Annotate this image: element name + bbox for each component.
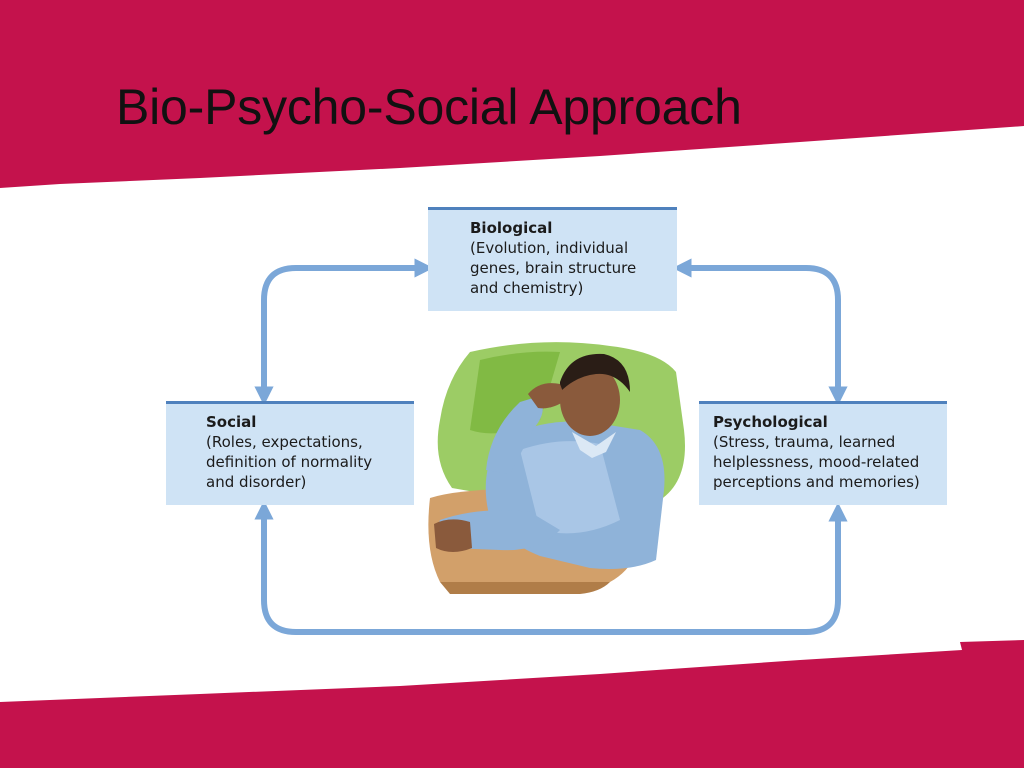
node-biological-description: (Evolution, individual genes, brain stru…	[470, 239, 637, 297]
node-psychological-heading: Psychological	[713, 413, 828, 431]
node-psychological-description: (Stress, trauma, learned helplessness, m…	[713, 433, 920, 491]
node-psychological: Psychological (Stress, trauma, learned h…	[699, 401, 947, 505]
node-social-heading: Social	[206, 413, 257, 431]
arrow-psychological-to-biological	[672, 258, 841, 390]
slide-title: Bio-Psycho-Social Approach	[116, 79, 742, 135]
arrow-bottom-loop	[261, 502, 848, 635]
arrow-social-to-biological	[261, 258, 434, 390]
node-biological-heading: Biological	[470, 219, 553, 237]
node-social: Social (Roles, expectations, definition …	[166, 401, 414, 505]
person-thinking-illustration	[428, 342, 685, 594]
node-biological: Biological (Evolution, individual genes,…	[428, 207, 677, 311]
node-social-description: (Roles, expectations, definition of norm…	[206, 433, 373, 491]
